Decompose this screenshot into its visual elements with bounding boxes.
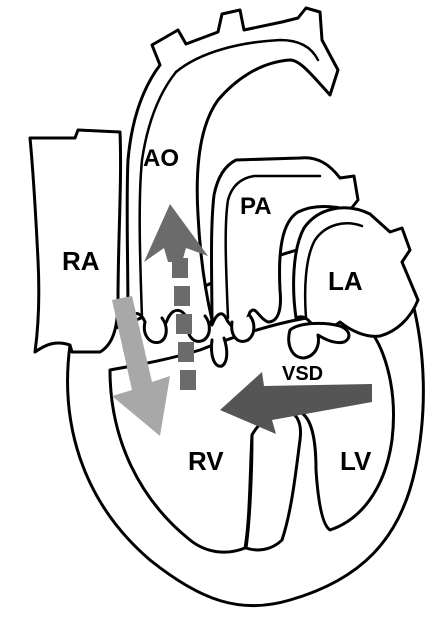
label-vsd: VSD [282,363,323,385]
right-atrium [30,130,121,352]
label-ra: RA [62,246,100,276]
label-ao: AO [143,145,179,172]
label-lv: LV [340,446,372,476]
aortic-valve-leaflet-left [144,318,166,343]
label-pa: PA [240,193,272,220]
label-rv: RV [188,446,224,476]
septal-leaflet [211,338,226,366]
label-la: LA [328,266,363,296]
